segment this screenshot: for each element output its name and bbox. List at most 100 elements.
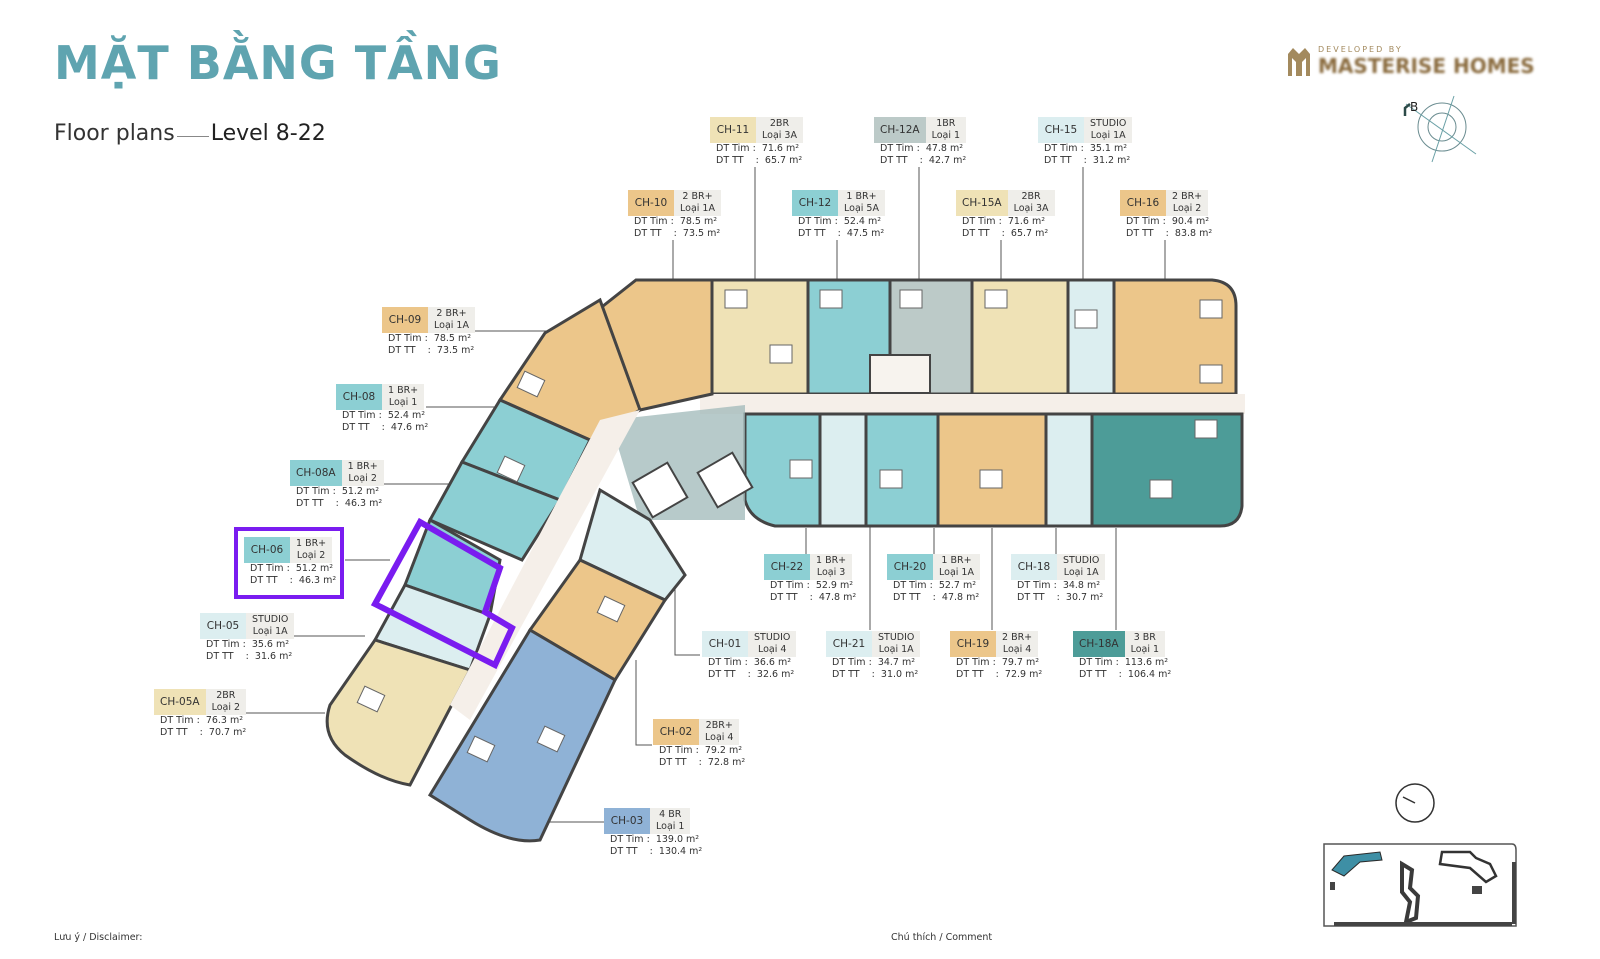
unit-type: 1BR [936, 118, 956, 129]
dt-tim-label: DT Tim [1079, 657, 1113, 668]
unit-loai: Loại 2 [296, 550, 326, 561]
unit-type: 1 BR+ [347, 461, 378, 472]
dt-tim-value: 34.7 m² [877, 657, 916, 668]
dt-tim-value: 36.6 m² [753, 657, 792, 668]
unit-loai: Loại 1 [388, 397, 418, 408]
masterise-m-logo-icon [1288, 48, 1310, 76]
unit-type: 1 BR+ [941, 555, 972, 566]
unit-label-ch-16[interactable]: CH-16 2 BR+Loại 2 DT Tim : 90.4 m² DT TT… [1120, 190, 1212, 239]
unit-code: CH-05A [154, 689, 206, 715]
unit-code: CH-22 [764, 554, 810, 580]
dt-tt-value: 42.7 m² [928, 154, 967, 166]
dt-tim-value: 47.8 m² [925, 143, 964, 154]
dt-tt-label: DT TT [716, 154, 744, 166]
dt-tt-label: DT TT [610, 845, 638, 857]
dt-tim-label: DT Tim [206, 639, 240, 650]
dt-tt-value: 30.7 m² [1065, 591, 1104, 603]
unit-loai: Loại 3 [816, 567, 846, 578]
unit-code: CH-18 [1011, 554, 1057, 580]
dt-tt-value: 72.9 m² [1004, 668, 1043, 680]
unit-code: CH-12 [792, 190, 838, 216]
dt-tt-label: DT TT [388, 344, 416, 356]
unit-loai: Loại 3A [762, 130, 797, 141]
unit-label-ch-12[interactable]: CH-12 1 BR+Loại 5A DT Tim : 52.4 m² DT T… [792, 190, 885, 239]
logo-brand-text: MASTERISE HOMES [1318, 53, 1535, 78]
unit-label-ch-10[interactable]: CH-10 2 BR+Loại 1A DT Tim : 78.5 m² DT T… [628, 190, 721, 239]
unit-code: CH-08A [290, 460, 342, 486]
unit-label-ch-06[interactable]: CH-06 1 BR+Loại 2 DT Tim : 51.2 m² DT TT… [244, 537, 336, 586]
dt-tt-value: 70.7 m² [208, 726, 247, 738]
dt-tim-value: 78.5 m² [433, 333, 472, 344]
dt-tt-value: 72.8 m² [707, 756, 746, 768]
unit-label-ch-08[interactable]: CH-08 1 BR+Loại 1 DT Tim : 52.4 m² DT TT… [336, 384, 428, 433]
dt-tt-label: DT TT [160, 726, 188, 738]
dt-tt-value: 47.5 m² [846, 227, 885, 239]
dt-tt-label: DT TT [250, 574, 278, 586]
unit-code: CH-18A [1073, 631, 1125, 657]
unit-loai: Loại 2 [348, 473, 377, 484]
dt-tim-label: DT Tim [1126, 216, 1160, 227]
dt-tim-label: DT Tim [956, 657, 990, 668]
dt-tt-label: DT TT [1079, 668, 1107, 680]
unit-code: CH-16 [1120, 190, 1166, 216]
dt-tim-value: 52.4 m² [843, 216, 882, 227]
dt-tt-label: DT TT [832, 668, 860, 680]
unit-code: CH-08 [336, 384, 382, 410]
dt-tim-label: DT Tim [250, 563, 284, 574]
unit-type: 2 BR+ [1172, 191, 1203, 202]
unit-type: 1 BR+ [846, 191, 877, 202]
unit-code: CH-20 [887, 554, 933, 580]
dt-tim-label: DT Tim [893, 580, 927, 591]
dt-tim-label: DT Tim [880, 143, 914, 154]
dt-tim-label: DT Tim [296, 486, 330, 497]
unit-loai: Loại 1A [878, 644, 914, 655]
dt-tim-label: DT Tim [708, 657, 742, 668]
dt-tt-value: 31.6 m² [254, 650, 293, 662]
unit-label-ch-20[interactable]: CH-20 1 BR+Loại 1A DT Tim : 52.7 m² DT T… [887, 554, 980, 603]
unit-loai: Loại 1A [434, 320, 469, 331]
unit-code: CH-19 [950, 631, 996, 657]
unit-loai: Loại 2 [211, 702, 241, 713]
unit-label-ch-09[interactable]: CH-09 2 BR+Loại 1A DT Tim : 78.5 m² DT T… [382, 307, 475, 356]
dt-tt-value: 73.5 m² [682, 227, 721, 239]
dt-tt-label: DT TT [296, 497, 324, 509]
dt-tim-value: 52.7 m² [938, 580, 977, 591]
unit-type: 2BR [216, 690, 236, 701]
unit-type: 2 BR+ [682, 191, 713, 202]
disclaimer-label: Lưu ý / Disclaimer: [54, 932, 143, 943]
dt-tim-label: DT Tim [659, 745, 693, 756]
dt-tt-value: 73.5 m² [436, 344, 475, 356]
dt-tt-value: 46.3 m² [344, 497, 383, 509]
dt-tt-value: 106.4 m² [1127, 668, 1172, 680]
unit-label-ch-08a[interactable]: CH-08A 1 BR+Loại 2 DT Tim : 51.2 m² DT T… [290, 460, 384, 509]
unit-label-ch-22[interactable]: CH-22 1 BR+Loại 3 DT Tim : 52.9 m² DT TT… [764, 554, 856, 603]
dt-tt-label: DT TT [634, 227, 662, 239]
dt-tim-value: 78.5 m² [679, 216, 718, 227]
unit-loai: Loại 1A [939, 567, 974, 578]
unit-loai: Loại 2 [1172, 203, 1202, 214]
unit-type: STUDIO [754, 632, 791, 643]
dt-tim-value: 35.6 m² [251, 639, 290, 650]
unit-label-ch-19[interactable]: CH-19 2 BR+Loại 4 DT Tim : 79.7 m² DT TT… [950, 631, 1042, 680]
dt-tim-label: DT Tim [342, 410, 376, 421]
dt-tim-value: 76.3 m² [205, 715, 244, 726]
dt-tt-value: 130.4 m² [658, 845, 703, 857]
dt-tim-label: DT Tim [716, 143, 750, 154]
dt-tim-label: DT Tim [798, 216, 832, 227]
dt-tt-label: DT TT [893, 591, 921, 603]
unit-label-ch-02[interactable]: CH-02 2BR+Loại 4 DT Tim : 79.2 m² DT TT … [653, 719, 745, 768]
dt-tt-value: 65.7 m² [764, 154, 803, 166]
core-area [610, 405, 754, 520]
unit-loai: Loại 1A [252, 626, 288, 637]
